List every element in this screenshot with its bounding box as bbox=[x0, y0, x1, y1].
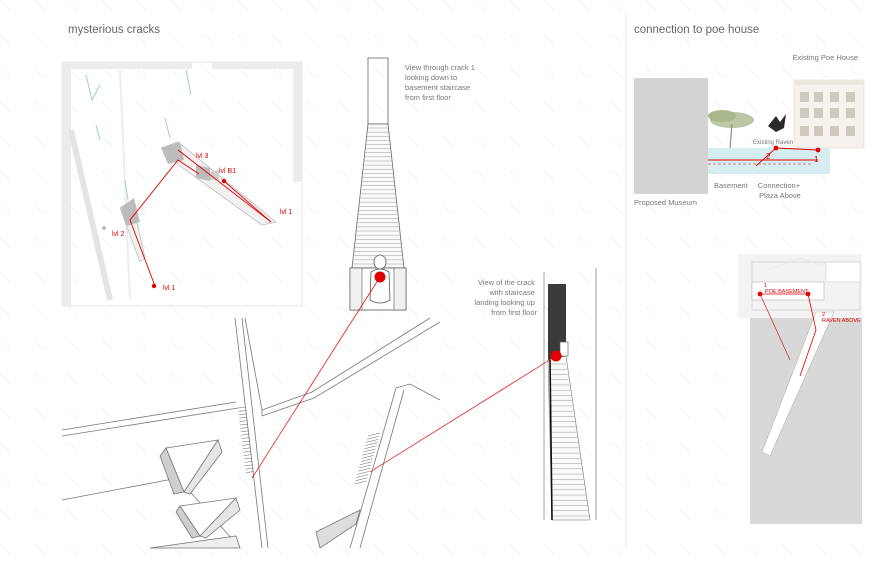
stair-tread bbox=[354, 480, 367, 485]
stair-tread bbox=[244, 461, 253, 463]
poe-house-plan bbox=[738, 254, 862, 524]
stair-tread bbox=[245, 467, 254, 470]
house-window bbox=[846, 92, 855, 102]
stair-tread bbox=[367, 435, 380, 440]
sightline-view1 bbox=[251, 276, 381, 479]
stair-tread bbox=[359, 461, 372, 466]
stair-tread bbox=[363, 448, 376, 453]
stair-tread bbox=[239, 420, 248, 422]
plan-number-1: 1 bbox=[764, 283, 767, 289]
house-window bbox=[830, 92, 839, 102]
stair-tread bbox=[242, 447, 251, 450]
plan-label-lvl3: lvl 3 bbox=[196, 153, 209, 160]
house-window bbox=[846, 126, 855, 136]
plan-label-lvl1-left: lvl 1 bbox=[163, 285, 176, 292]
house-window bbox=[800, 92, 809, 102]
stair-tread bbox=[240, 430, 249, 433]
stair-tread bbox=[356, 474, 369, 478]
label-connection: Connection+ Plaza Above bbox=[758, 181, 802, 200]
stair-tread bbox=[244, 464, 253, 467]
stair-tread bbox=[362, 451, 375, 456]
stair-tread bbox=[367, 432, 381, 437]
stair-tread bbox=[239, 416, 248, 419]
plan-number-2: 2 bbox=[822, 312, 825, 318]
axonometric-view bbox=[61, 317, 441, 549]
section-marker-2: 2 bbox=[766, 152, 771, 161]
view2-caption: View of the crack with staircase landing… bbox=[474, 278, 537, 317]
house-window bbox=[814, 92, 823, 102]
plan-label-raven-above: RAVEN ABOVE bbox=[822, 318, 861, 324]
stair-tread bbox=[242, 444, 251, 446]
stair-tread bbox=[238, 410, 247, 412]
plan-label-lvlb1: lvl B1 bbox=[219, 168, 236, 175]
stair-tread bbox=[357, 471, 370, 475]
plan-label-lvl2: lvl 2 bbox=[112, 231, 125, 238]
stair-tread bbox=[355, 477, 368, 482]
stair-tread bbox=[239, 423, 249, 426]
stair-tread bbox=[245, 471, 254, 473]
crack-plan-view bbox=[61, 61, 303, 307]
right-panel-title: connection to poe house bbox=[634, 24, 759, 36]
stair-tread bbox=[241, 433, 250, 436]
stair-tread bbox=[360, 458, 373, 462]
stair-tread bbox=[241, 437, 250, 439]
house-window bbox=[846, 108, 855, 118]
label-basement: Basement bbox=[714, 181, 749, 190]
stair-tread bbox=[243, 457, 253, 460]
stair-tread bbox=[240, 427, 249, 429]
stair-tread bbox=[364, 445, 377, 450]
house-window bbox=[830, 108, 839, 118]
left-panel-title: mysterious cracks bbox=[68, 24, 160, 36]
label-proposed-museum: Proposed Museum bbox=[634, 198, 697, 207]
stair-tread bbox=[365, 442, 378, 446]
plan-label-poe-basement: POE BASEMENT bbox=[765, 289, 809, 295]
house-window bbox=[814, 126, 823, 136]
label-existing-poe-house: Existing Poe House bbox=[793, 53, 858, 62]
plan-label-lvl1-right: lvl 1 bbox=[280, 209, 293, 216]
stair-tread bbox=[361, 455, 374, 459]
house-window bbox=[830, 126, 839, 136]
stair-tread bbox=[237, 406, 247, 409]
stair-tread bbox=[366, 439, 379, 443]
stair-tread bbox=[243, 454, 252, 456]
house-window bbox=[800, 126, 809, 136]
stair-tread bbox=[243, 450, 252, 453]
poe-house-section bbox=[634, 78, 865, 194]
house-window bbox=[814, 108, 823, 118]
staircase-view-down bbox=[349, 57, 407, 311]
stair-tread bbox=[238, 413, 247, 416]
stair-tread bbox=[241, 440, 251, 443]
sightline-view2 bbox=[369, 355, 557, 473]
house-window bbox=[800, 108, 809, 118]
staircase-view-up bbox=[543, 268, 597, 521]
section-marker-1: 1 bbox=[814, 155, 819, 164]
stair-tread bbox=[358, 467, 371, 472]
view1-caption: View through crack 1 looking down to bas… bbox=[405, 63, 477, 102]
label-existing-raven: Existing Raven bbox=[753, 140, 793, 146]
stair-tread bbox=[358, 464, 372, 469]
